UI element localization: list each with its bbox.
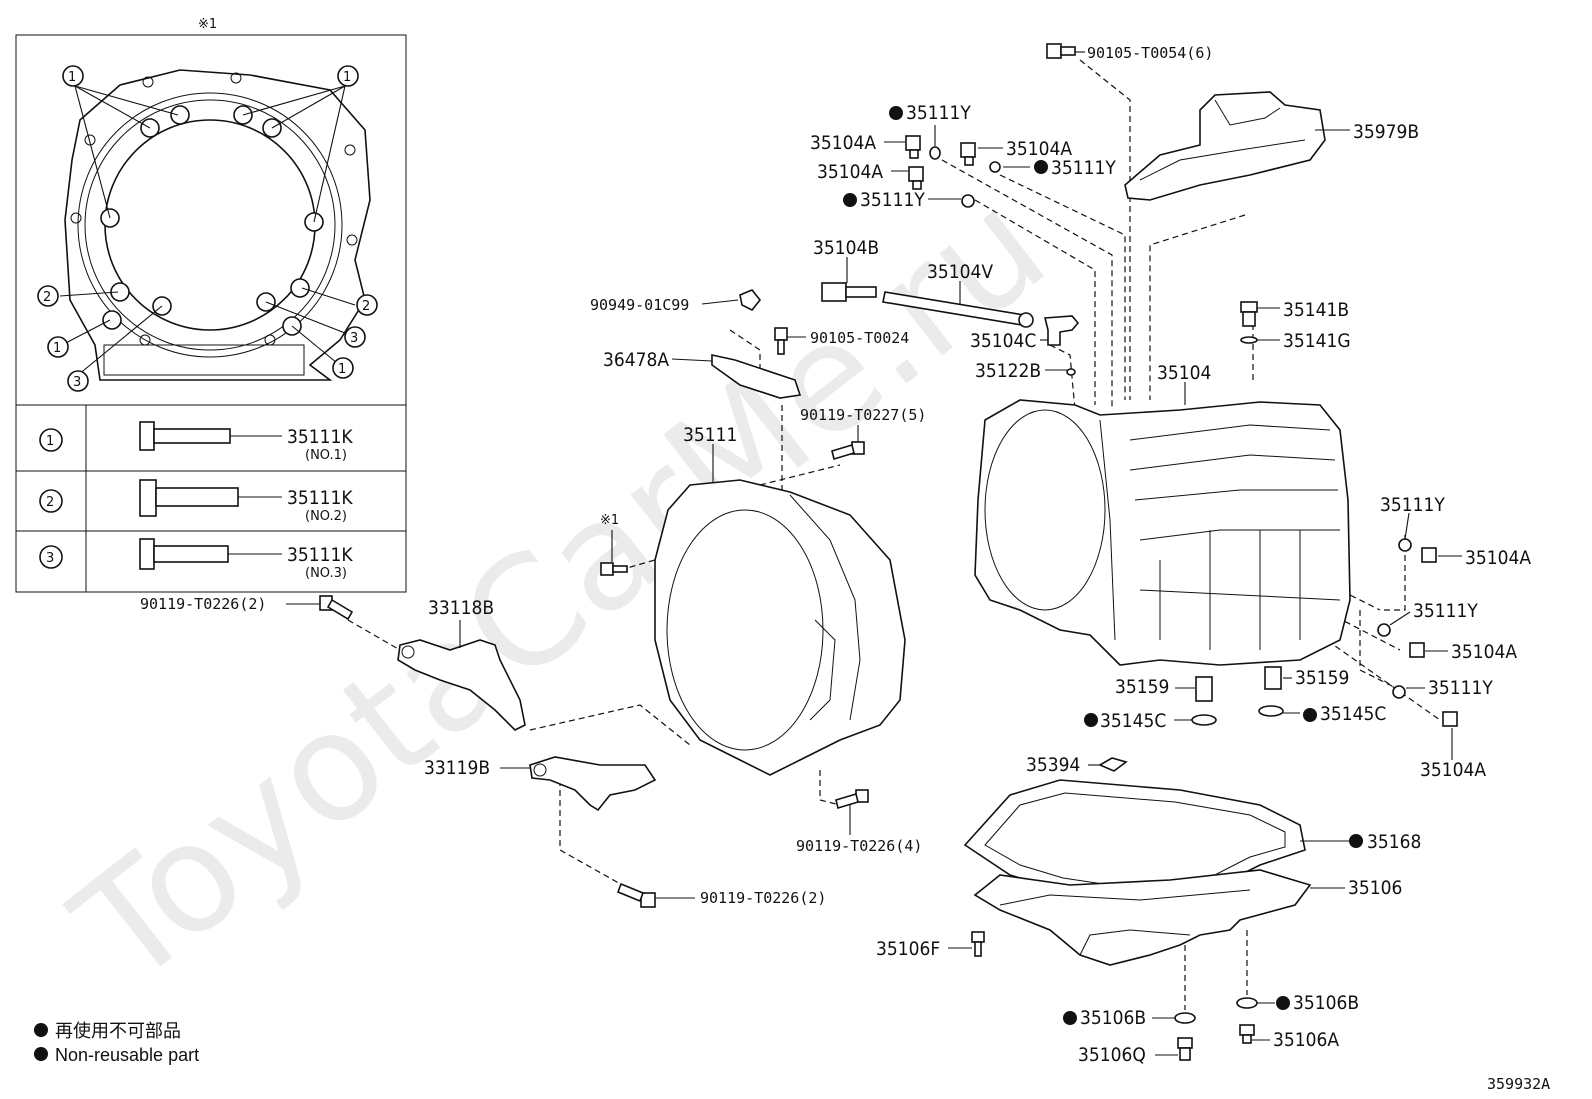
label-35104a-1: 35104A — [810, 132, 876, 154]
label-35104v: 35104V — [927, 261, 993, 283]
pistons-35159 — [1191, 666, 1284, 726]
bolt-90119-t0226-mid — [835, 789, 869, 810]
label-35106f: 35106F — [876, 938, 940, 960]
callout-1c: 1 — [53, 341, 61, 356]
bolt-row-2-variant: (NO.2) — [305, 509, 347, 524]
plug-35141b — [1240, 301, 1258, 344]
watermark: ToyotaCarMe.ru — [44, 159, 1077, 1019]
label-35145c-a: 35145C — [1100, 710, 1166, 732]
oil-pan-35106 — [973, 869, 1312, 966]
label-36478a: 36478A — [603, 349, 669, 371]
bolt-90119-t0226-bottom — [616, 882, 656, 908]
bolt-x1 — [600, 562, 628, 576]
converter-housing-35111 — [654, 479, 906, 776]
bolt-row-3-part: 35111K — [287, 544, 353, 566]
non-reusable-markers — [34, 106, 1363, 1061]
label-35122b: 35122B — [975, 360, 1041, 382]
shaft-35104v — [882, 291, 1034, 328]
bolt-table: 1 35111K (NO.1) 2 35111K (NO.2) 3 35111K… — [39, 421, 353, 581]
bolt-row-3-ref: 3 — [46, 551, 54, 566]
label-90949-01c99: 90949-01C99 — [590, 296, 689, 314]
callout-1d: 1 — [338, 362, 346, 377]
label-35106a: 35106A — [1273, 1029, 1339, 1051]
bolt-row-1-ref: 1 — [46, 434, 54, 449]
callout-2b: 2 — [362, 299, 370, 314]
small-parts-upper-mid — [711, 289, 1076, 399]
label-35106: 35106 — [1348, 877, 1402, 899]
label-35141g: 35141G — [1283, 330, 1351, 352]
bolt-90105-t0054 — [1046, 43, 1076, 59]
label-35159-b: 35159 — [1295, 667, 1349, 689]
legend-jp: 再使用不可部品 — [55, 1021, 181, 1041]
label-35104a-r2: 35104A — [1451, 641, 1517, 663]
callout-3b: 3 — [73, 375, 81, 390]
inset-note-mark: ※1 — [198, 17, 217, 32]
label-35159-a: 35159 — [1115, 676, 1169, 698]
valve-35104b — [821, 282, 877, 302]
bolt-row-3-variant: (NO.3) — [305, 566, 347, 581]
label-35979b: 35979B — [1353, 121, 1419, 143]
magnet-35394 — [1098, 757, 1128, 772]
callout-1a: 1 — [68, 70, 76, 85]
bell-housing-gasket-drawing — [64, 69, 371, 381]
label-35111y-3: 35111Y — [860, 189, 925, 211]
bolt-pattern-inset: ※1 — [15, 17, 407, 593]
label-35168: 35168 — [1367, 831, 1421, 853]
bolt-row-1-variant: (NO.1) — [305, 448, 347, 463]
label-35104b: 35104B — [813, 237, 879, 259]
label-35106b-b: 35106B — [1080, 1007, 1146, 1029]
legend-en: Non-reusable part — [55, 1045, 199, 1065]
inset-callouts: 1 1 2 2 1 3 3 1 — [37, 65, 378, 392]
bolt-row-2-part: 35111K — [287, 487, 353, 509]
assembly-dashes — [347, 59, 1441, 1010]
drain-plugs — [971, 931, 1258, 1061]
part-labels: 90105-T0054(6) 35979B 35111Y 35104A 3510… — [140, 44, 1531, 1066]
diagram-id: 359932A — [1487, 1075, 1550, 1093]
label-35111: 35111 — [683, 424, 737, 446]
label-35104c: 35104C — [970, 330, 1036, 352]
bolt-90119-t0227 — [831, 441, 865, 461]
label-35104a-2: 35104A — [1006, 138, 1072, 160]
label-35104a-r3: 35104A — [1420, 759, 1486, 781]
bolt-row-2-ref: 2 — [46, 495, 54, 510]
label-35145c-b: 35145C — [1320, 703, 1386, 725]
label-90105-t0024: 90105-T0024 — [810, 329, 909, 347]
label-90119-t0226-left: 90119-T0226(2) — [140, 595, 266, 613]
main-drawing — [319, 43, 1458, 1061]
label-35111y-r3: 35111Y — [1428, 677, 1493, 699]
label-35106b-a: 35106B — [1293, 992, 1359, 1014]
transmission-case-35104 — [974, 399, 1351, 666]
label-35111y-2: 35111Y — [1051, 157, 1116, 179]
label-90105-t0054: 90105-T0054(6) — [1087, 44, 1213, 62]
label-35111y-top: 35111Y — [906, 102, 971, 124]
legend: 再使用不可部品 Non-reusable part — [55, 1021, 199, 1065]
label-33118b: 33118B — [428, 597, 494, 619]
label-90119-t0226-bottom: 90119-T0226(2) — [700, 889, 826, 907]
label-33119b: 33119B — [424, 757, 490, 779]
label-35106q: 35106Q — [1078, 1044, 1146, 1066]
callout-1b: 1 — [343, 70, 351, 85]
label-35104a-r1: 35104A — [1465, 547, 1531, 569]
bracket-33119b — [529, 756, 657, 812]
callout-3a: 3 — [350, 331, 358, 346]
bolt-row-1-part: 35111K — [287, 426, 353, 448]
callout-2a: 2 — [43, 290, 51, 305]
label-90119-t0226-mid: 90119-T0226(4) — [796, 837, 922, 855]
label-35111y-r2: 35111Y — [1413, 600, 1478, 622]
label-35394: 35394 — [1026, 754, 1080, 776]
elbow-35104c — [1043, 315, 1080, 346]
label-35141b: 35141B — [1283, 299, 1349, 321]
label-90119-t0227: 90119-T0227(5) — [800, 406, 926, 424]
label-x1: ※1 — [600, 513, 619, 528]
label-35104a-3: 35104A — [817, 161, 883, 183]
bolt-90119-t0226-left — [319, 595, 354, 621]
label-35111y-r1: 35111Y — [1380, 494, 1445, 516]
plugs-35104a-top — [905, 135, 1001, 208]
leader-lines — [286, 51, 1462, 1056]
protector-35979b — [1124, 91, 1326, 201]
label-35104: 35104 — [1157, 362, 1211, 384]
